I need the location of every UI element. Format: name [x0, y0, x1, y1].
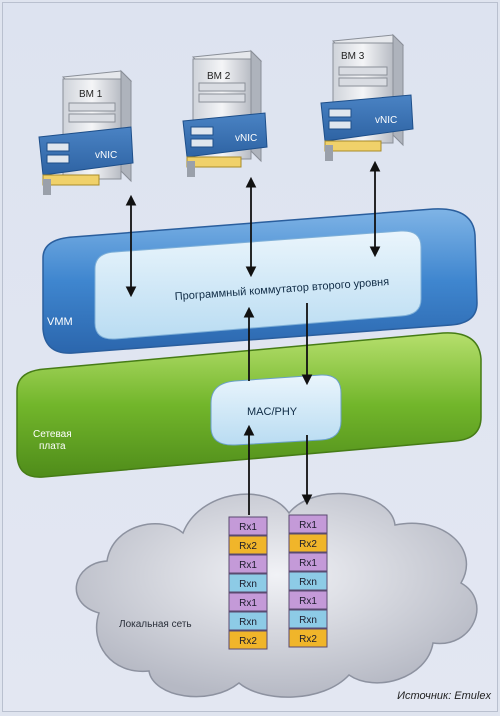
queue-cell-left-6	[228, 630, 268, 650]
queue-label-left-5: Rxn	[239, 617, 257, 628]
vm-3: ВМ 3 vNIC	[320, 33, 414, 161]
queue-label-left-6: Rx2	[239, 636, 257, 647]
vmm-layer: VMM Программный коммутатор второго уровн…	[42, 208, 478, 354]
source-caption: Источник: Emulex	[397, 690, 491, 702]
queue-label-right-4: Rx1	[299, 596, 317, 607]
vm-1: ВМ 1 vNIC	[38, 69, 134, 195]
vm-1-vnic-card: vNIC	[38, 126, 134, 195]
nic-label-1: Сетевая	[33, 429, 72, 440]
queue-cell-right-2	[288, 552, 328, 572]
queue-label-right-1: Rx2	[299, 539, 317, 550]
vm-1-vnic-label: vNIC	[95, 150, 117, 161]
queue-cell-left-3	[228, 573, 268, 593]
vm-2-vnic-card: vNIC	[182, 112, 268, 177]
network-diagram: ВМ 1 vNIC ВМ 2 vNIC	[16, 33, 491, 702]
queue-cell-left-4	[228, 592, 268, 612]
vm-1-label: ВМ 1	[79, 89, 103, 100]
queue-cell-left-5	[228, 611, 268, 631]
queue-label-left-3: Rxn	[239, 579, 257, 590]
queue-cell-left-0	[228, 516, 268, 536]
queue-cell-right-0	[288, 514, 328, 534]
queue-cell-right-6	[288, 628, 328, 648]
vm-2-vnic-label: vNIC	[235, 133, 257, 144]
queue-label-right-2: Rx1	[299, 558, 317, 569]
queue-label-left-1: Rx2	[239, 541, 257, 552]
lan-cloud: Локальная сеть	[75, 492, 478, 698]
queue-label-right-3: Rxn	[299, 577, 317, 588]
nic-label-2: плата	[39, 441, 66, 452]
arrows	[125, 160, 381, 515]
queue-cell-right-1	[288, 533, 328, 553]
queue-cell-right-3	[288, 571, 328, 591]
queue-cell-left-2	[228, 554, 268, 574]
queue-cell-left-1	[228, 535, 268, 555]
vm-2: ВМ 2 vNIC	[182, 49, 268, 177]
vmm-label: VMM	[47, 316, 73, 328]
queue-label-left-2: Rx1	[239, 560, 257, 571]
queue-label-left-0: Rx1	[239, 522, 257, 533]
queue-label-right-0: Rx1	[299, 520, 317, 531]
queue-cell-right-5	[288, 609, 328, 629]
vm-2-label: ВМ 2	[207, 71, 231, 82]
queue-label-right-5: Rxn	[299, 615, 317, 626]
lan-label: Локальная сеть	[119, 619, 192, 630]
queue-label-right-6: Rx2	[299, 634, 317, 645]
vm-3-vnic-card: vNIC	[320, 94, 414, 161]
nic-layer: Сетевая плата MAC/PHY	[16, 332, 482, 478]
vm-3-vnic-label: vNIC	[375, 115, 397, 126]
mac-phy-label: MAC/PHY	[247, 406, 298, 418]
vm-3-label: ВМ 3	[341, 51, 365, 62]
queue-label-left-4: Rx1	[239, 598, 257, 609]
queue-cell-right-4	[288, 590, 328, 610]
